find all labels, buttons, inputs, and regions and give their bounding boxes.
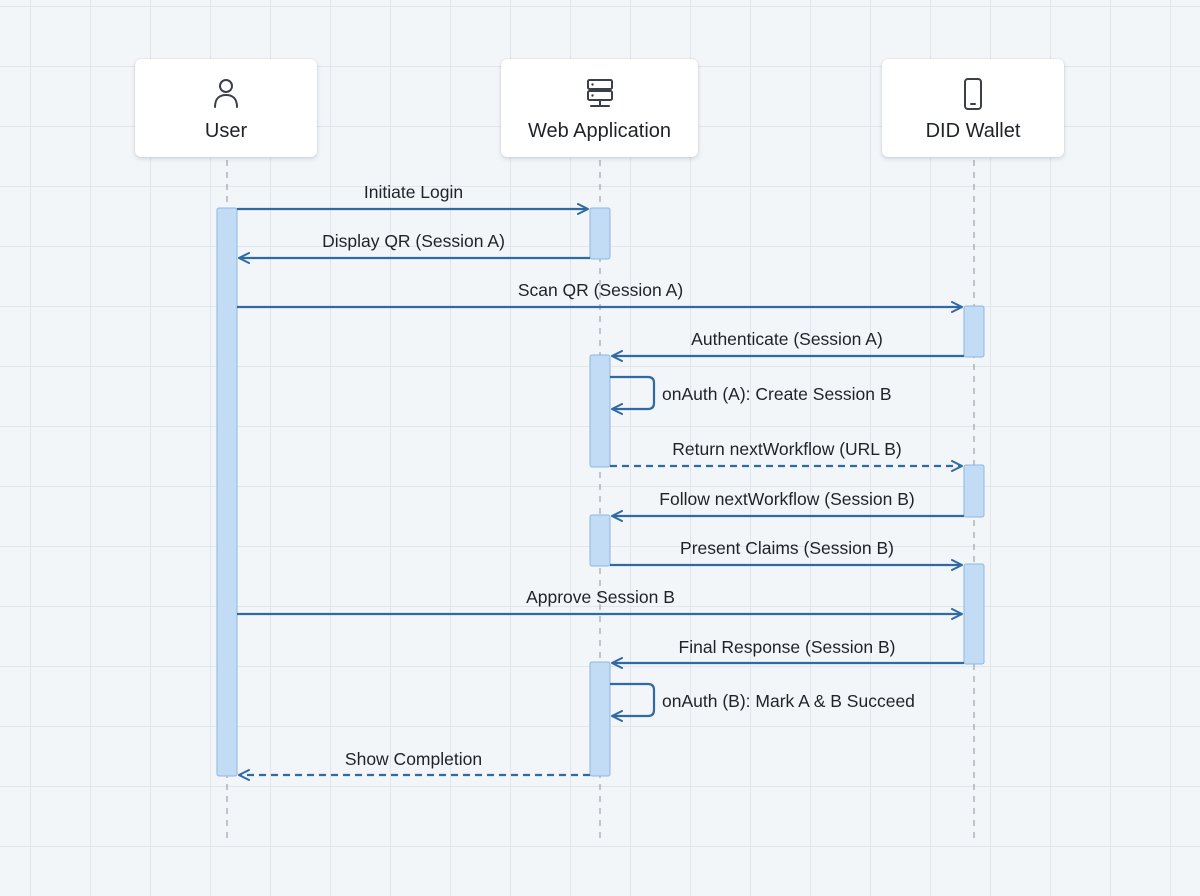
message-1: Initiate Login bbox=[237, 182, 589, 215]
message-8: Present Claims (Session B) bbox=[610, 538, 963, 571]
activation-bar-web bbox=[589, 661, 611, 777]
message-3: Scan QR (Session A) bbox=[237, 280, 963, 313]
message-label: Follow nextWorkflow (Session B) bbox=[659, 489, 914, 509]
activation-bar-wallet bbox=[963, 305, 985, 358]
message-2: Display QR (Session A) bbox=[238, 231, 590, 264]
activation-bar-web bbox=[589, 514, 611, 567]
message-10: Final Response (Session B) bbox=[611, 637, 964, 669]
message-6: Return nextWorkflow (URL B) bbox=[610, 439, 963, 472]
message-5: onAuth (A): Create Session B bbox=[610, 375, 892, 415]
message-4: Authenticate (Session A) bbox=[611, 329, 964, 362]
activation-bar-wallet bbox=[963, 563, 985, 665]
message-label: onAuth (A): Create Session B bbox=[662, 384, 892, 404]
message-label: Approve Session B bbox=[526, 587, 675, 607]
phone-icon bbox=[964, 78, 982, 110]
participant-label-did-wallet: DID Wallet bbox=[925, 120, 1021, 142]
person-icon bbox=[214, 79, 238, 108]
message-label: Display QR (Session A) bbox=[322, 231, 505, 251]
message-label: Return nextWorkflow (URL B) bbox=[672, 439, 902, 459]
message-label: Initiate Login bbox=[364, 182, 463, 202]
message-label: Authenticate (Session A) bbox=[691, 329, 883, 349]
message-label: Scan QR (Session A) bbox=[518, 280, 683, 300]
activation-bar-wallet bbox=[963, 464, 985, 518]
message-label: Present Claims (Session B) bbox=[680, 538, 894, 558]
activation-bar-user bbox=[216, 207, 238, 777]
message-9: Approve Session B bbox=[237, 587, 963, 620]
message-label: onAuth (B): Mark A & B Succeed bbox=[662, 691, 915, 711]
message-11: onAuth (B): Mark A & B Succeed bbox=[610, 682, 915, 722]
activation-bar-web bbox=[589, 354, 611, 468]
server-icon bbox=[586, 79, 613, 107]
participant-label-web-application: Web Application bbox=[527, 120, 672, 142]
self-message-arrow bbox=[610, 682, 656, 722]
activation-bar-web bbox=[589, 207, 611, 260]
message-7: Follow nextWorkflow (Session B) bbox=[611, 489, 964, 522]
participant-user: User bbox=[135, 59, 317, 157]
self-message-arrow bbox=[610, 375, 656, 415]
message-label: Show Completion bbox=[345, 749, 482, 769]
participant-label-user: User bbox=[204, 120, 248, 142]
message-label: Final Response (Session B) bbox=[679, 637, 896, 657]
participant-did-wallet: DID Wallet bbox=[882, 59, 1064, 157]
participant-web-application: Web Application bbox=[501, 59, 698, 157]
message-12: Show Completion bbox=[238, 749, 590, 781]
